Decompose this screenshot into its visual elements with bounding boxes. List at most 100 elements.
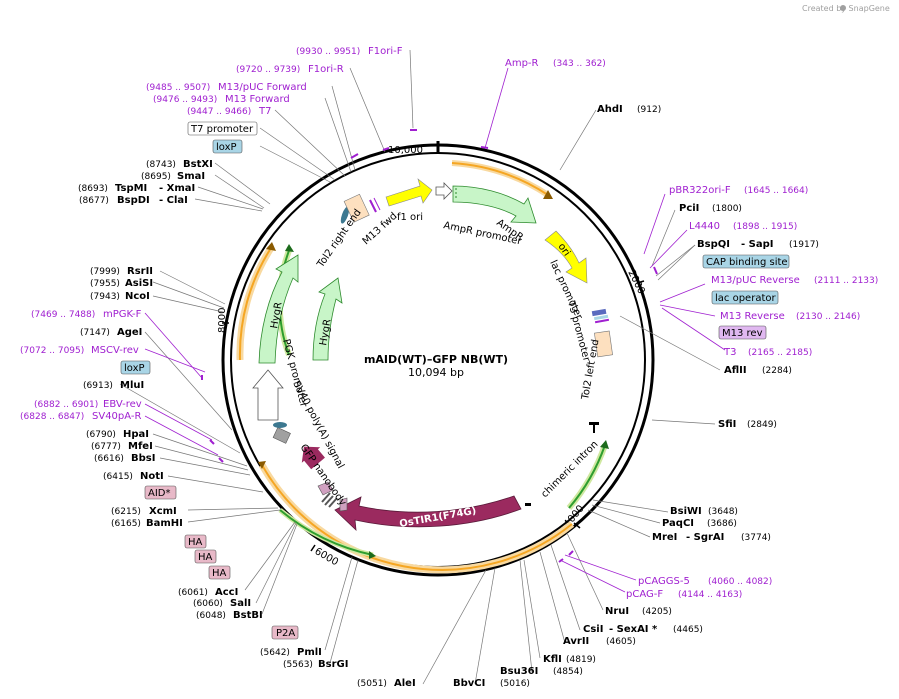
primer-m13-puc-forward[interactable]: M13/pUC Forward bbox=[218, 82, 307, 93]
enzyme-pcii[interactable]: PciI bbox=[679, 203, 699, 214]
enzyme-acci[interactable]: AccI bbox=[215, 587, 238, 598]
f1-ori-label: f1 ori bbox=[397, 212, 423, 223]
enzyme-bsiwi[interactable]: BsiWI bbox=[670, 506, 702, 517]
aid[interactable]: AID* bbox=[148, 488, 171, 499]
orf-arc-ampr bbox=[451, 162, 549, 196]
primer-ebv-rev-position: (6882 .. 6901) bbox=[34, 400, 98, 410]
primer-mpgk-f[interactable]: mPGK-F bbox=[103, 309, 142, 320]
primer-m13-puc-forward-position: (9485 .. 9507) bbox=[146, 83, 210, 93]
enzyme-kfli-position: (4819) bbox=[566, 655, 596, 665]
primer-l4440[interactable]: L4440 bbox=[689, 221, 720, 232]
hygr-arrow-left bbox=[258, 254, 299, 364]
enzyme-xcmi-position: (6215) bbox=[111, 507, 141, 517]
primer-f1ori-r[interactable]: F1ori-R bbox=[308, 64, 344, 75]
snapgene-logo-icon bbox=[840, 5, 846, 11]
enzyme-sgrai[interactable]: - SgrAI bbox=[686, 532, 724, 543]
enzyme-noti[interactable]: NotI bbox=[140, 471, 164, 482]
enzyme-kfli[interactable]: KflI bbox=[543, 654, 562, 665]
enzyme-ahdi[interactable]: AhdI bbox=[597, 104, 623, 115]
m13-fwd-marker bbox=[369, 199, 377, 213]
primer-f1ori-f[interactable]: F1ori-F bbox=[368, 46, 403, 57]
loxp-1[interactable]: loxP bbox=[216, 142, 237, 153]
primer-t7-position: (9447 .. 9466) bbox=[187, 107, 251, 117]
enzyme-sfii-position: (2849) bbox=[747, 420, 777, 430]
intron-green-arc bbox=[568, 444, 606, 509]
primer-leader-lines bbox=[144, 67, 726, 593]
enzyme-rsrii[interactable]: RsrII bbox=[127, 266, 153, 277]
primer-pcag-f[interactable]: pCAG-F bbox=[626, 589, 663, 600]
primer-ebv-rev[interactable]: EBV-rev bbox=[103, 399, 142, 410]
enzyme-noti-position: (6415) bbox=[103, 472, 133, 482]
enzyme-agei[interactable]: AgeI bbox=[117, 327, 142, 338]
primer-sv40pa-r-position: (6828 .. 6847) bbox=[20, 412, 84, 422]
primer-t3[interactable]: T3 bbox=[723, 347, 736, 358]
ha-3[interactable]: HA bbox=[212, 568, 227, 579]
enzyme-sfii[interactable]: SfiI bbox=[718, 419, 736, 430]
gfp-nanobody-label: GFP nanobody bbox=[298, 442, 349, 508]
enzyme-avrii-position: (4605) bbox=[606, 637, 636, 647]
primer-m13-reverse[interactable]: M13 Reverse bbox=[720, 311, 785, 322]
enzyme-avrii[interactable]: AvrII bbox=[563, 636, 589, 647]
enzyme-pmli[interactable]: PmlI bbox=[297, 647, 322, 658]
enzyme-bstbi[interactable]: BstBI bbox=[233, 610, 263, 621]
primer-amp-r[interactable]: Amp-R bbox=[505, 58, 539, 69]
aid-box bbox=[317, 481, 334, 496]
enzyme-sapi[interactable]: - SapI bbox=[741, 239, 773, 250]
ha-2[interactable]: HA bbox=[198, 552, 213, 563]
primer-m13-puc-reverse[interactable]: M13/pUC Reverse bbox=[711, 275, 800, 286]
t7-promoter[interactable]: T7 promoter bbox=[190, 124, 254, 135]
lac-operator[interactable]: lac operator bbox=[715, 293, 776, 304]
primer-sv40pa-r[interactable]: SV40pA-R bbox=[92, 411, 141, 422]
intron-marker-bottom bbox=[525, 503, 531, 506]
enzyme-sali[interactable]: SalI bbox=[230, 598, 251, 609]
plasmid-length: 10,094 bp bbox=[408, 366, 464, 379]
enzyme-threi[interactable]: MreI bbox=[652, 532, 677, 543]
enzyme-hpai[interactable]: HpaI bbox=[123, 429, 149, 440]
enzyme-bsu36i[interactable]: Bsu36I bbox=[500, 666, 538, 677]
enzyme-asisi[interactable]: AsiSI bbox=[125, 278, 153, 289]
enzyme-csii[interactable]: CsiI bbox=[583, 624, 603, 635]
enzyme-paqci-position: (3686) bbox=[707, 519, 737, 529]
enzyme-bstxi[interactable]: BstXI bbox=[183, 159, 213, 170]
enzyme-xcmi[interactable]: XcmI bbox=[149, 506, 177, 517]
enzyme-bbsi[interactable]: BbsI bbox=[131, 453, 155, 464]
enzyme-alei[interactable]: AleI bbox=[394, 678, 416, 689]
enzyme-mlui[interactable]: MluI bbox=[120, 380, 144, 391]
enzyme-nrui[interactable]: NruI bbox=[605, 606, 629, 617]
hygr-inner-arc-head bbox=[285, 244, 294, 252]
ha-1[interactable]: HA bbox=[188, 537, 203, 548]
cap-binding-site[interactable]: CAP binding site bbox=[706, 257, 788, 268]
enzyme-clai[interactable]: - ClaI bbox=[159, 195, 188, 206]
primer-pcaggs-5[interactable]: pCAGGS-5 bbox=[638, 576, 690, 587]
hygr-label-left: HygR bbox=[269, 301, 284, 329]
primer-f1ori-r-position: (9720 .. 9739) bbox=[236, 65, 300, 75]
enzyme-tspmi[interactable]: TspMI bbox=[115, 183, 147, 194]
enzyme-mfei[interactable]: MfeI bbox=[128, 441, 153, 452]
p2a[interactable]: P2A bbox=[276, 628, 295, 639]
enzyme-xmai[interactable]: - XmaI bbox=[159, 183, 195, 194]
enzyme-bamhi[interactable]: BamHI bbox=[146, 518, 183, 529]
feature-box-cap bbox=[702, 254, 790, 269]
enzyme-bspqi[interactable]: BspQI bbox=[697, 239, 730, 250]
enzyme-mfei-position: (6777) bbox=[91, 442, 121, 452]
enzyme-sexai[interactable]: - SexAI * bbox=[609, 624, 658, 635]
enzyme-smai[interactable]: SmaI bbox=[177, 171, 205, 182]
loxp-2[interactable]: loxP bbox=[124, 363, 145, 374]
enzyme-ncoi[interactable]: NcoI bbox=[125, 291, 150, 302]
enzyme-alei-position: (5051) bbox=[357, 679, 387, 689]
primer-t7[interactable]: T7 bbox=[258, 106, 271, 117]
primer-mscv-rev[interactable]: MSCV-rev bbox=[91, 345, 139, 356]
enzyme-bspdi[interactable]: BspDI bbox=[117, 195, 150, 206]
primer-mscv-rev-position: (7072 .. 7095) bbox=[20, 346, 84, 356]
enzyme-paqci[interactable]: PaqCI bbox=[662, 518, 694, 529]
primer-f1ori-f-position: (9930 .. 9951) bbox=[296, 47, 360, 57]
enzyme-aflii[interactable]: AflII bbox=[724, 365, 747, 376]
primer-pbr322ori-f[interactable]: pBR322ori-F bbox=[669, 185, 731, 196]
m13-rev[interactable]: M13 rev bbox=[722, 328, 763, 339]
cap-site-marker bbox=[593, 314, 609, 321]
primer-m13-forward[interactable]: M13 Forward bbox=[225, 94, 290, 105]
intron-green-arc-head bbox=[600, 440, 609, 449]
enzyme-bsrgi[interactable]: BsrGI bbox=[318, 659, 348, 670]
enzyme-bbvci[interactable]: BbvCI bbox=[453, 678, 485, 689]
ha-green-arc-head bbox=[369, 551, 376, 559]
